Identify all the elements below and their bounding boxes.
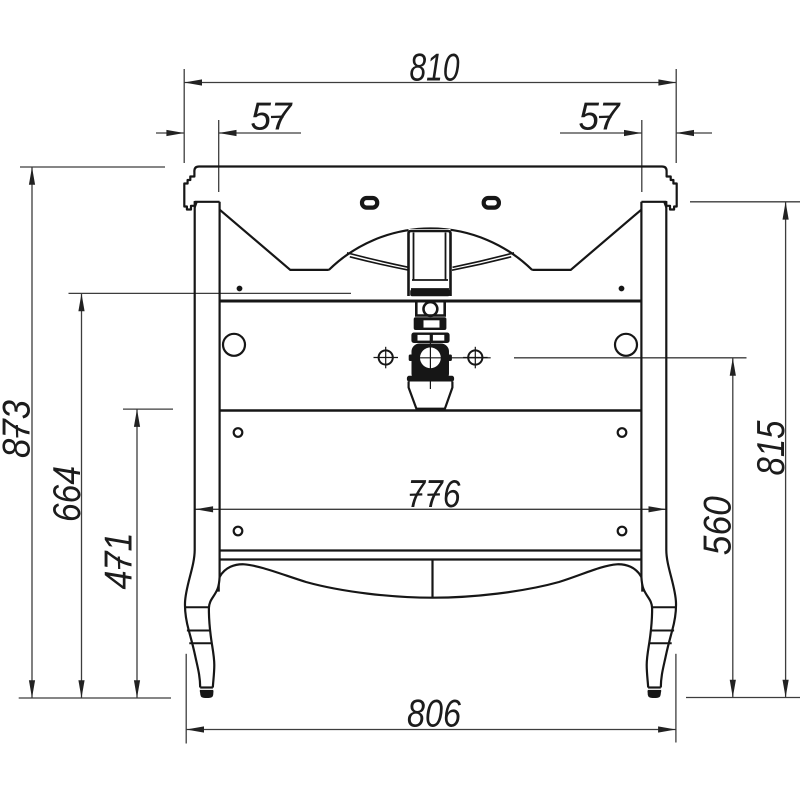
svg-text:560: 560 — [697, 496, 740, 556]
svg-text:810: 810 — [410, 47, 460, 90]
svg-text:815: 815 — [750, 420, 793, 475]
svg-text:664: 664 — [46, 466, 89, 522]
svg-text:806: 806 — [407, 693, 461, 736]
svg-text:873: 873 — [0, 399, 39, 458]
